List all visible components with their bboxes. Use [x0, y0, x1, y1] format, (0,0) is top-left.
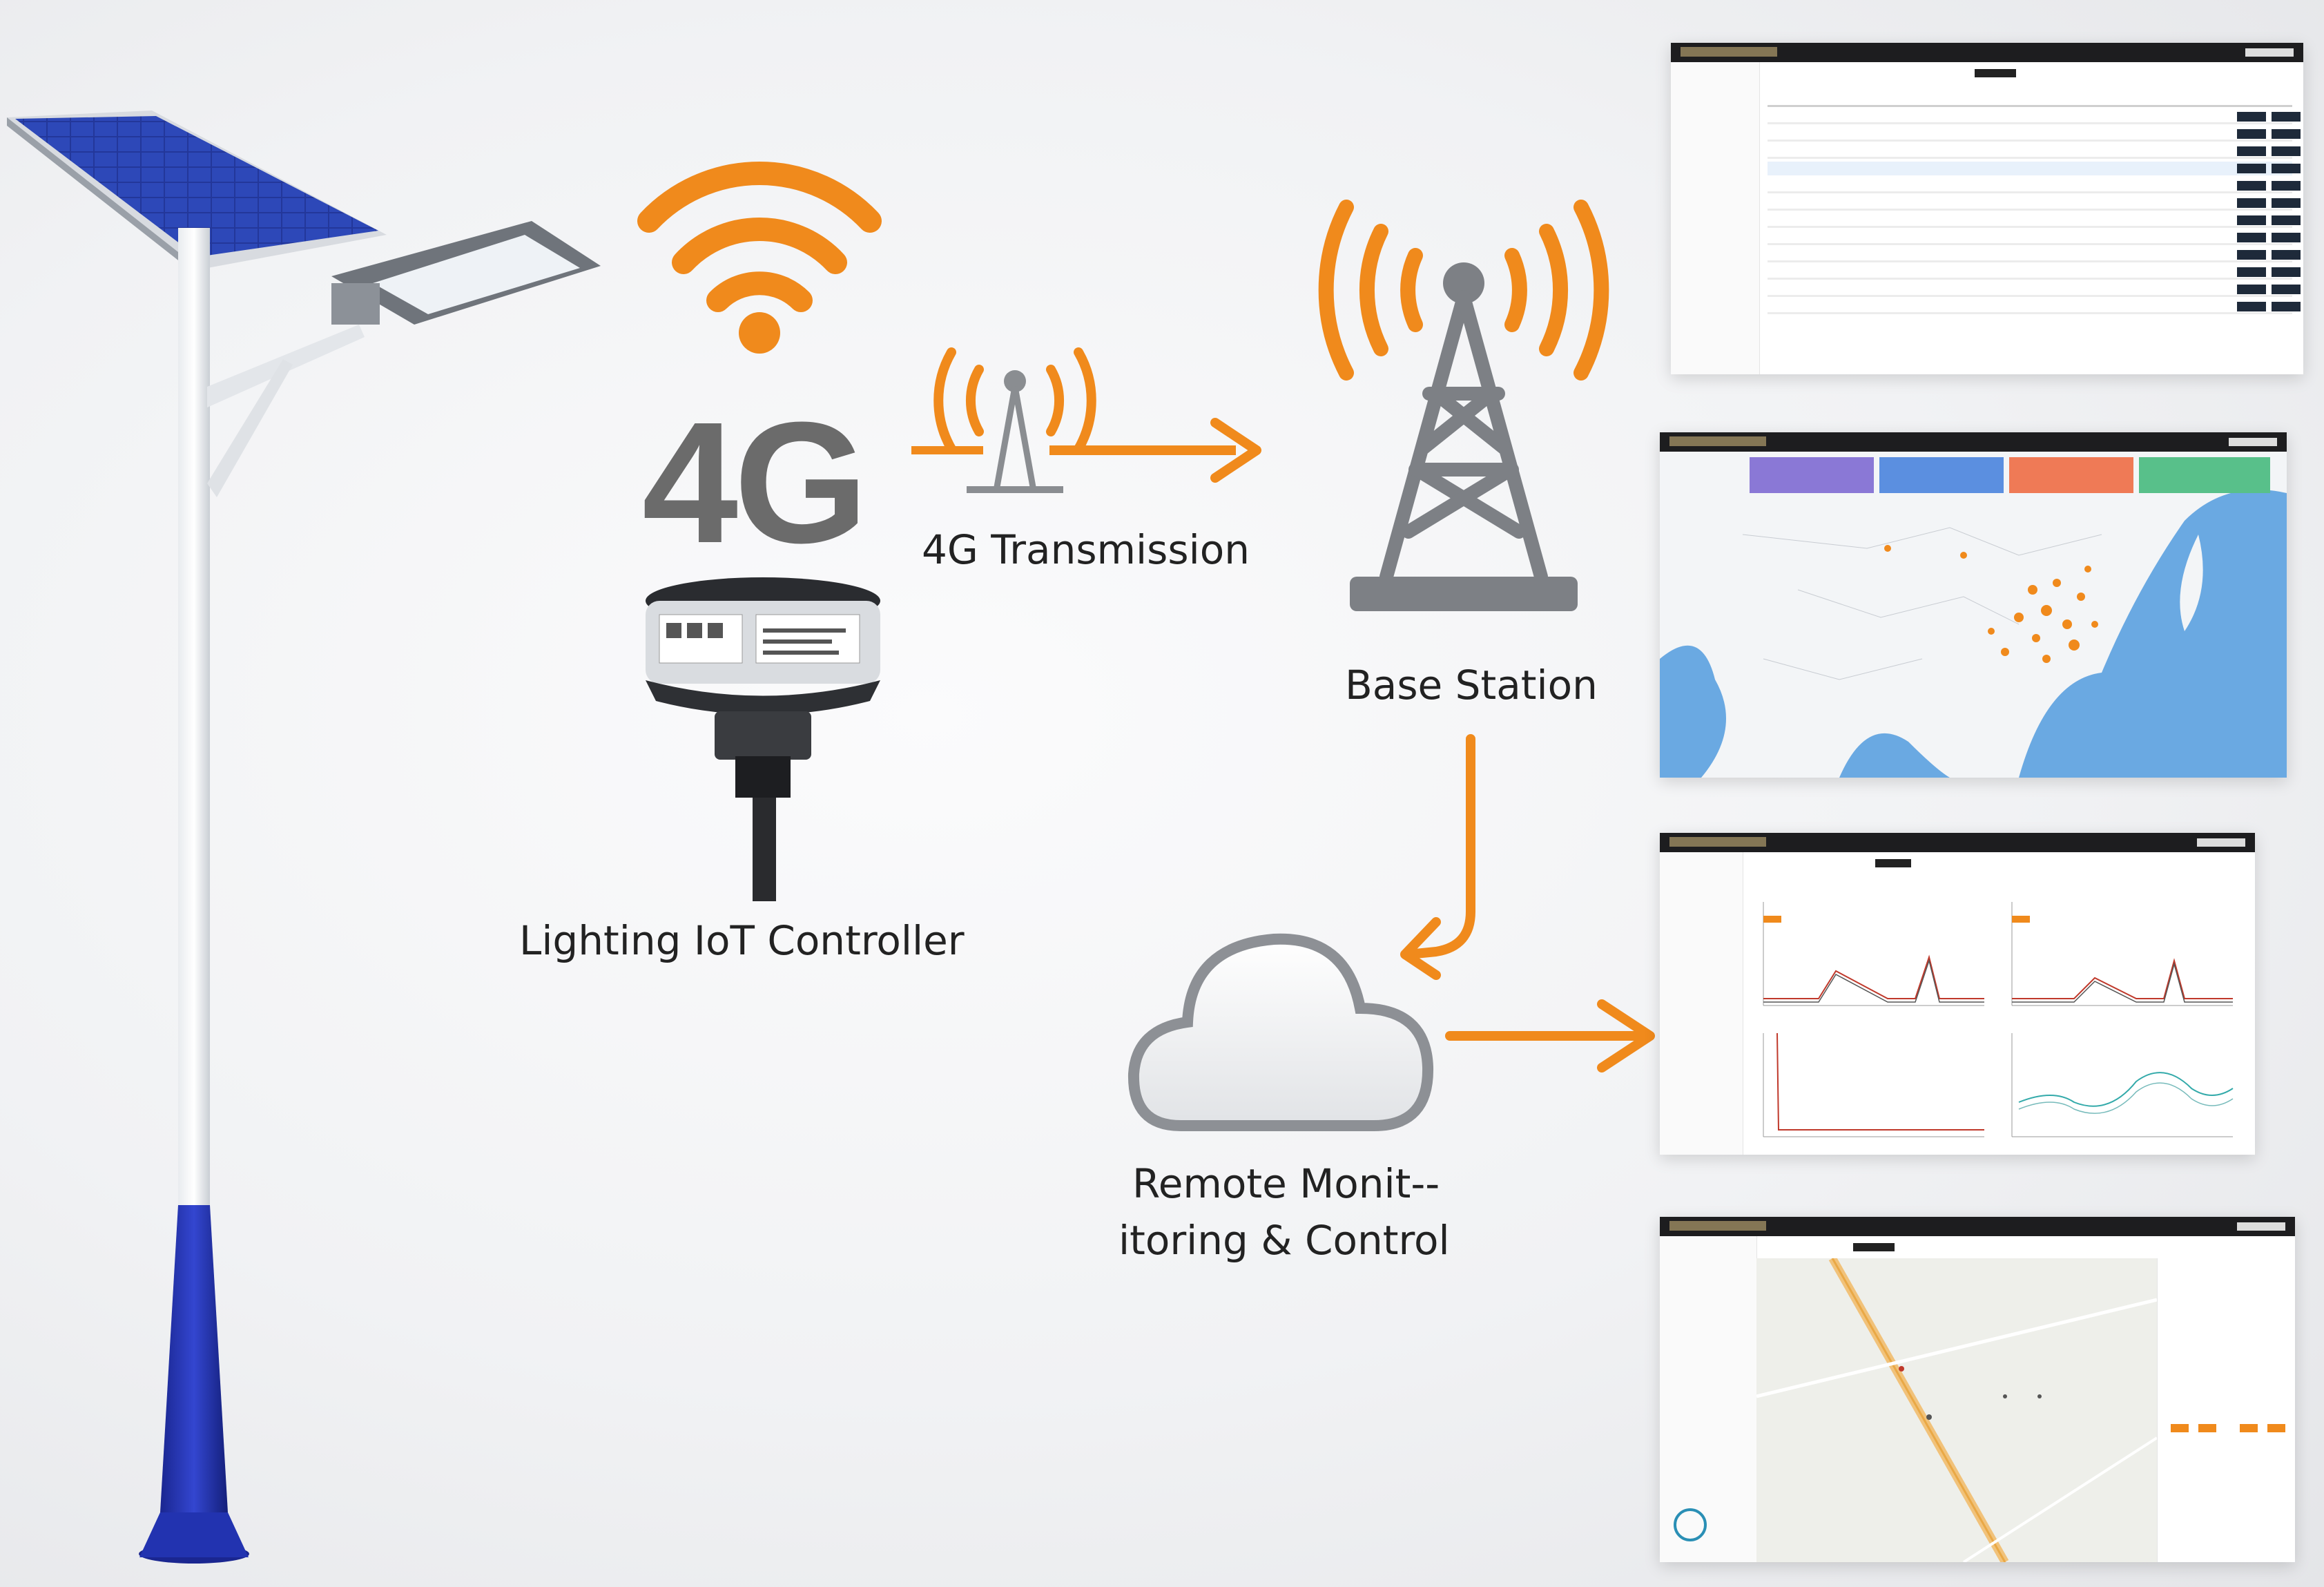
- dashboard-charts-screenshot: [1660, 833, 2255, 1155]
- transmission-label: 4G Transmission: [922, 526, 1250, 573]
- controller-device-icon: [646, 577, 880, 901]
- arrow-icon: [1445, 999, 1655, 1073]
- arrow-icon: [1049, 418, 1261, 483]
- lamp-pole: [178, 228, 210, 1215]
- 4g-label: 4G: [642, 386, 868, 579]
- solar-panel-icon: [7, 110, 387, 278]
- antenna-icon: [911, 347, 1096, 493]
- cloud-icon: [1127, 933, 1434, 1131]
- dashboard-table-screenshot: [1671, 43, 2303, 374]
- dashboard-detail-screenshot: [1660, 1217, 2295, 1562]
- lamp-base: [160, 1205, 228, 1512]
- base-station-label: Base Station: [1345, 662, 1598, 709]
- wifi-icon: [637, 162, 882, 354]
- controller-label: Lighting IoT Controller: [519, 917, 965, 964]
- dashboard-map-screenshot: [1660, 432, 2287, 778]
- arrow-icon: [1400, 734, 1475, 980]
- cloud-label-line2: itoring & Control: [1119, 1217, 1450, 1264]
- tower-icon: [1318, 200, 1609, 611]
- cloud-label-line1: Remote Monit--: [1132, 1160, 1440, 1207]
- street-lamp-icon: [331, 221, 601, 325]
- solar-street-light: [7, 110, 601, 1564]
